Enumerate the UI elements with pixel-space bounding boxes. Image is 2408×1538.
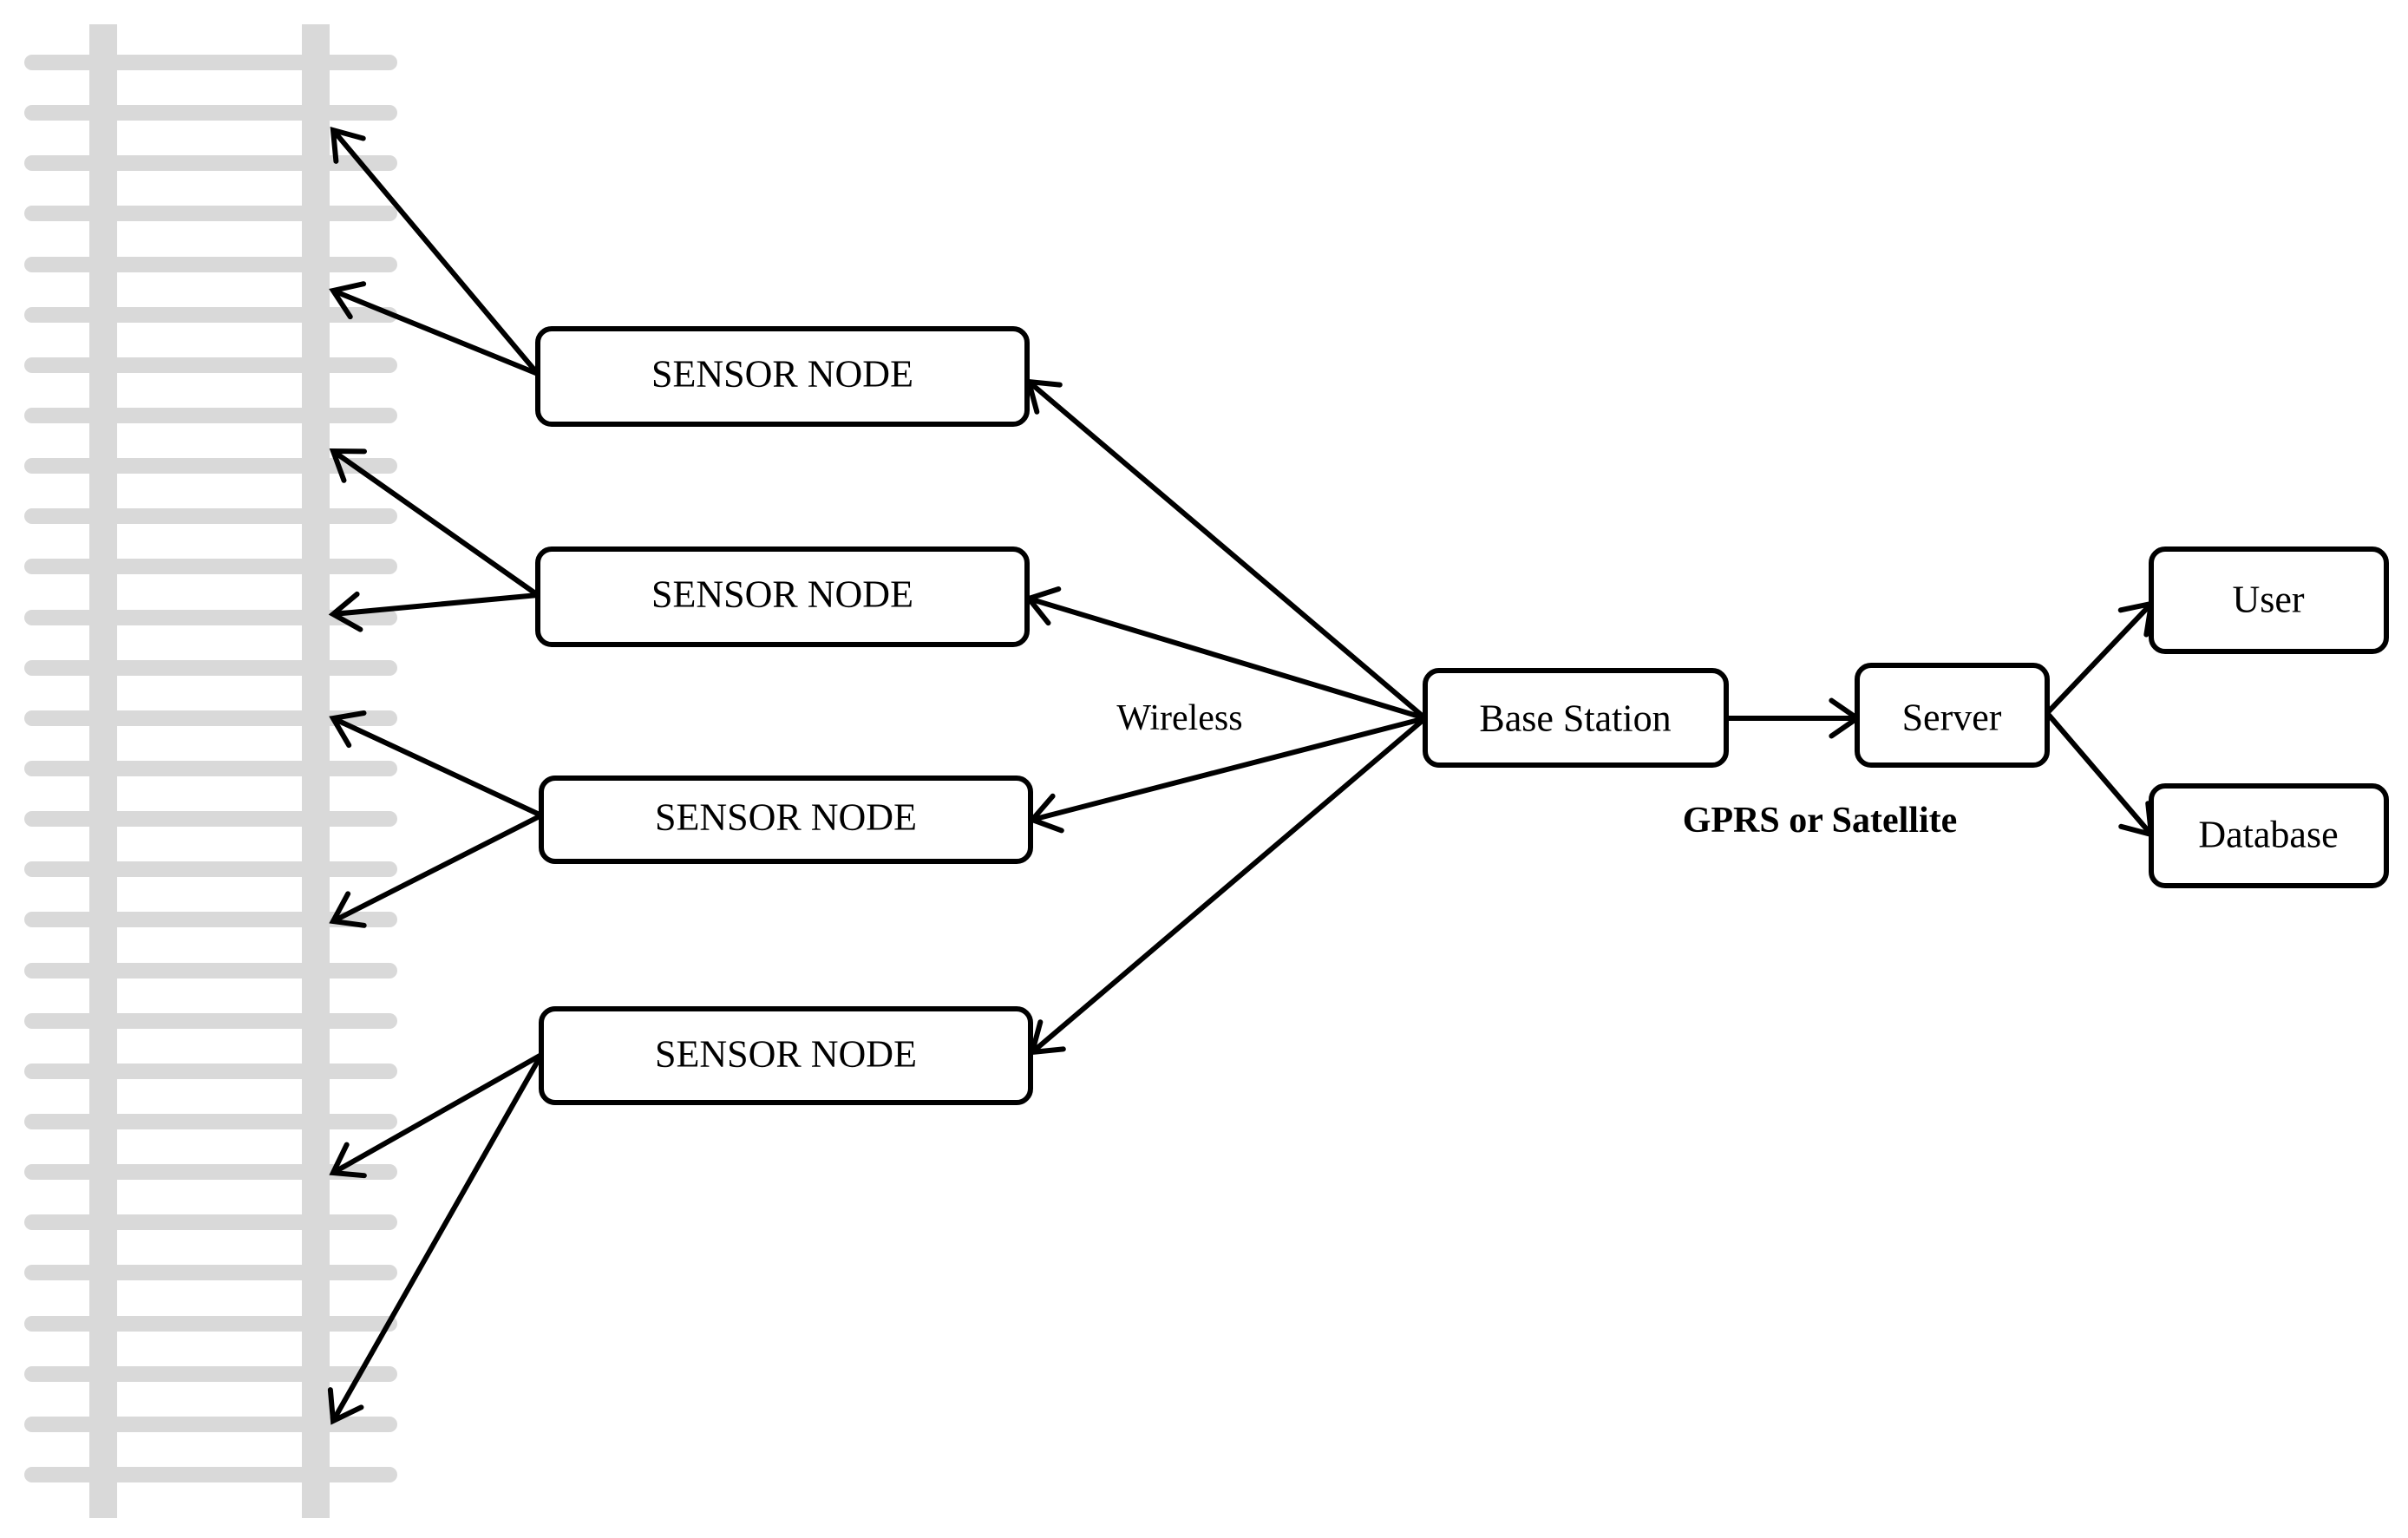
track-sleeper — [24, 660, 397, 676]
server-label: Server — [1902, 697, 2002, 739]
base-station-node[interactable]: Base Station — [1423, 668, 1729, 768]
railway-track — [24, 24, 397, 1518]
edge-sensor3-track-b — [329, 813, 543, 928]
edge-sensor4-track-b — [327, 1053, 544, 1425]
track-sleeper — [24, 1316, 397, 1332]
edge-base-server — [1726, 697, 1862, 739]
sensor-node-3-label: SENSOR NODE — [655, 796, 917, 839]
track-sleeper — [24, 155, 397, 171]
edge-sensor1-track-a — [330, 126, 540, 376]
database-node[interactable]: Database — [2149, 783, 2389, 888]
edge-base-sensor1 — [1024, 378, 1427, 721]
track-sleeper — [24, 307, 397, 323]
track-sleeper — [24, 357, 397, 373]
user-label: User — [2232, 579, 2304, 621]
edge-sensor4-track-a — [329, 1052, 543, 1179]
sensor-node-4[interactable]: SENSOR NODE — [539, 1006, 1033, 1105]
track-sleeper — [24, 1064, 397, 1079]
track-sleeper — [24, 861, 397, 877]
edge-server-database — [2045, 711, 2155, 839]
track-sleeper — [24, 811, 397, 827]
track-sleeper — [24, 206, 397, 221]
track-rail-right — [302, 24, 330, 1518]
arrow-head — [327, 1387, 364, 1425]
edge-sensor2-track-b — [328, 591, 539, 632]
sensor-node-4-label: SENSOR NODE — [655, 1033, 917, 1076]
sensor-node-3[interactable]: SENSOR NODE — [539, 776, 1033, 864]
track-sleeper — [24, 257, 397, 272]
track-sleeper — [24, 761, 397, 776]
track-sleeper — [24, 508, 397, 524]
track-sleeper — [24, 559, 397, 574]
track-sleeper — [24, 1467, 397, 1482]
track-sleeper — [24, 1114, 397, 1129]
arrow-head — [330, 126, 366, 164]
edge-sensor3-track-a — [329, 710, 543, 818]
track-sleeper — [24, 1214, 397, 1230]
server-node[interactable]: Server — [1855, 663, 2050, 768]
database-label: Database — [2198, 814, 2338, 856]
sensor-node-1[interactable]: SENSOR NODE — [535, 326, 1030, 427]
arrow-head — [329, 1142, 367, 1179]
edge-sensor1-track-b — [329, 281, 540, 376]
user-node[interactable]: User — [2149, 546, 2389, 654]
arrow-head — [328, 591, 363, 632]
track-sleeper — [24, 1265, 397, 1280]
arrow-head — [329, 891, 367, 928]
track-sleeper — [24, 105, 397, 121]
sensor-node-1-label: SENSOR NODE — [651, 353, 913, 396]
connection-edges — [327, 126, 2155, 1425]
track-sleeper — [24, 408, 397, 423]
gprs-satellite-label: GPRS or Satellite — [1683, 801, 1958, 841]
track-sleeper — [24, 963, 397, 978]
track-sleeper — [24, 55, 397, 70]
base-station-label: Base Station — [1479, 697, 1671, 740]
sensor-node-2[interactable]: SENSOR NODE — [535, 546, 1030, 647]
track-rail-left — [89, 24, 117, 1518]
arrow-head — [329, 710, 367, 749]
arrow-head — [329, 281, 367, 320]
track-sleeper — [24, 1366, 397, 1382]
edge-sensor2-track-a — [329, 448, 540, 598]
arrow-head — [329, 448, 367, 483]
track-sleeper — [24, 1013, 397, 1029]
edge-server-user — [2045, 600, 2155, 716]
sensor-node-2-label: SENSOR NODE — [651, 573, 913, 616]
wireless-label: Wireless — [1116, 698, 1242, 738]
